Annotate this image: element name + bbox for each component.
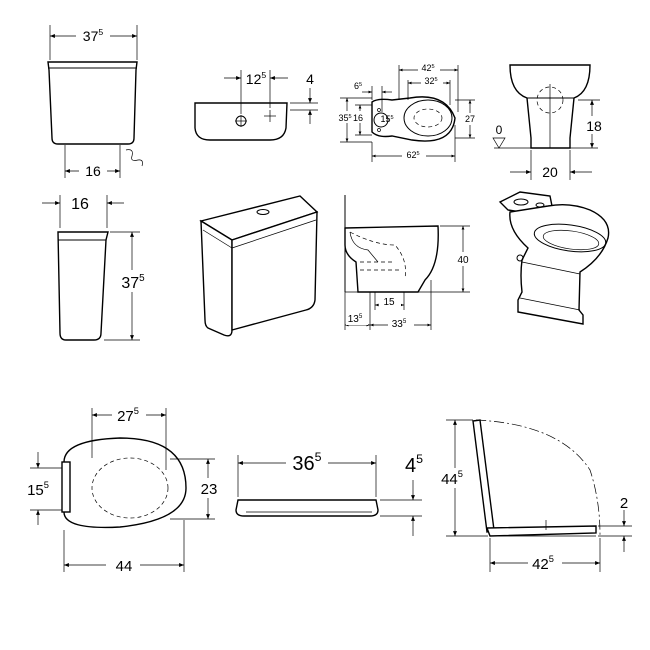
seat-open-side-view (441, 419, 632, 572)
dim-seat-hinge: 155 (27, 480, 49, 499)
dim-side-depth: 16 (71, 196, 89, 213)
dim-open-height: 445 (441, 469, 463, 488)
dim-section-outlet: 15 (383, 297, 395, 308)
dim-plan-height-a: 355 (338, 113, 351, 123)
dim-basin-height: 4 (306, 71, 314, 87)
dim-lid-thickness: 45 (405, 452, 423, 477)
cistern-side-view (42, 195, 148, 341)
bowl-plan-view (340, 62, 477, 162)
dim-lid-length: 365 (292, 450, 321, 475)
dim-section-right: 335 (392, 318, 407, 330)
dim-plan-width-1: 425 (421, 63, 434, 73)
dim-side-height: 375 (121, 273, 145, 292)
bowl-isometric-view (498, 191, 610, 325)
dim-plan-length: 625 (406, 150, 419, 160)
dim-plan-right: 27 (465, 114, 475, 124)
bowl-front-view (492, 64, 602, 180)
lid-side-view (235, 452, 422, 536)
dim-plan-inner: 155 (380, 114, 393, 124)
seat-top-view (30, 406, 222, 574)
dim-basin-offset: 125 (246, 70, 267, 87)
cistern-isometric-view (199, 195, 319, 337)
dim-floor-zero: 0 (496, 123, 503, 137)
dim-outlet-width: 20 (542, 164, 558, 180)
cistern-front-view (47, 25, 143, 178)
water-inlet-icon (125, 149, 143, 167)
dim-open-gap: 2 (620, 495, 628, 512)
bowl-section-view (344, 195, 471, 330)
dim-section-left: 135 (348, 313, 363, 325)
dim-cistern-bottom: 16 (85, 163, 101, 179)
dim-plan-left: 65 (354, 81, 362, 91)
cistern-lid-view (194, 70, 318, 141)
floor-level-icon (492, 137, 506, 149)
dim-section-height: 40 (457, 255, 469, 266)
dim-cistern-width: 375 (83, 27, 104, 44)
dim-plan-width-2: 325 (424, 76, 437, 86)
dim-plan-height-b: 16 (353, 113, 363, 123)
dim-seat-length: 44 (116, 558, 133, 575)
dim-outlet-height: 18 (586, 118, 602, 134)
dim-seat-inner: 275 (117, 406, 139, 425)
dim-seat-depth: 23 (201, 481, 218, 498)
dim-open-length: 425 (532, 554, 554, 573)
